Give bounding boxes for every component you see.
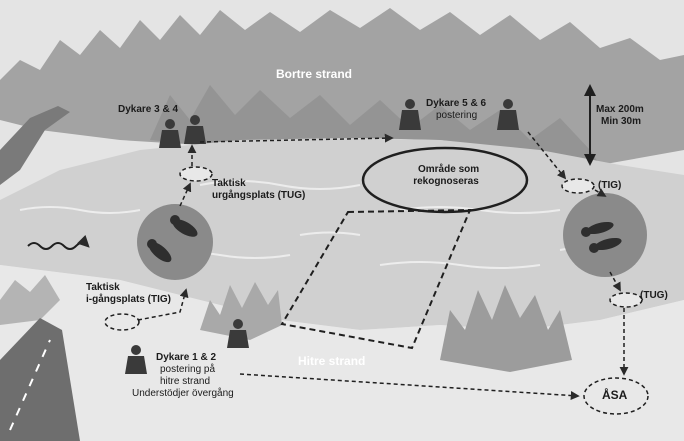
tig-marker-left — [104, 313, 140, 331]
soldiers-1-2 — [125, 319, 249, 374]
divers-1-2-label: Dykare 1 & 2 — [156, 352, 217, 363]
divers-1-2-line4: Understödjer övergång — [132, 388, 234, 399]
tig-label-line2: i-gångsplats (TIG) — [86, 294, 171, 305]
tug-marker-left — [179, 166, 213, 182]
divers-3-4-label: Dykare 3 & 4 — [118, 104, 179, 115]
movement-paths — [137, 131, 629, 401]
tug-short-label: (TUG) — [640, 290, 668, 301]
tug-label-line1: Taktisk — [212, 178, 246, 189]
far-shore-label: Bortre strand — [276, 67, 353, 81]
divers-5-6-sublabel: postering — [436, 110, 478, 121]
recon-zone-outline — [280, 208, 472, 350]
divers-1-2-line3: hitre strand — [160, 376, 211, 387]
divers-1-2-line2: postering på — [160, 364, 216, 375]
soldiers-3-4 — [159, 115, 206, 148]
assembly-label: ÅSA — [602, 388, 628, 402]
near-shore-label: Hitre strand — [298, 354, 366, 368]
current-arrow — [27, 234, 90, 250]
road-markings — [9, 339, 51, 431]
distance-min-label: Min 30m — [601, 116, 642, 127]
road-far — [0, 106, 70, 185]
distance-max-label: Max 200m — [596, 104, 644, 115]
bush-right — [440, 285, 572, 372]
divers-crossing-circle — [137, 204, 213, 280]
road — [0, 318, 80, 441]
tig-marker-right — [561, 178, 595, 194]
recon-area-label-line2: rekognoseras — [413, 176, 479, 187]
bush-left — [200, 282, 282, 340]
diver-figures-returning — [581, 221, 622, 253]
assembly-marker — [583, 377, 649, 415]
recon-area-label-line1: Område som — [418, 164, 480, 175]
tug-marker-right — [609, 292, 643, 308]
bush-left-shore — [0, 275, 60, 325]
water — [0, 138, 684, 330]
distance-arrow-bottom — [584, 154, 596, 166]
tig-short-label: (TIG) — [598, 180, 622, 191]
soldiers-5-6 — [399, 99, 519, 130]
distance-arrow-top — [584, 84, 596, 96]
tug-label-line2: urgångsplats (TUG) — [212, 190, 306, 201]
near-shore — [0, 265, 684, 441]
recon-area — [361, 146, 529, 214]
divers-returning-circle — [563, 193, 647, 277]
divers-5-6-label: Dykare 5 & 6 — [426, 98, 487, 109]
tig-label-line1: Taktisk — [86, 282, 120, 293]
diver-figures-crossing — [147, 215, 198, 263]
